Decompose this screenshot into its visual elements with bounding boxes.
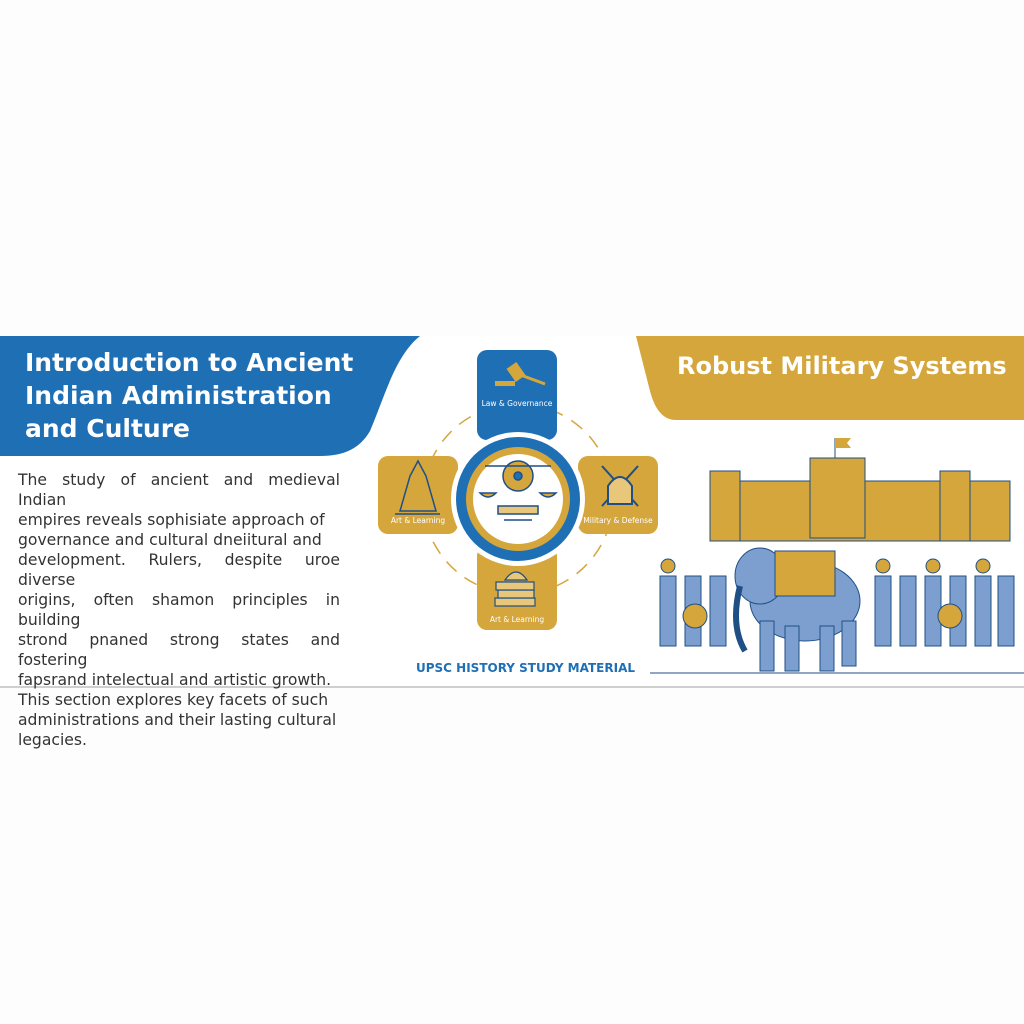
label-military-defense: Military & Defense bbox=[583, 516, 653, 525]
military-title: Robust Military Systems bbox=[677, 352, 1007, 380]
footer-label: UPSC HISTORY STUDY MATERIAL bbox=[416, 661, 635, 675]
fort-army-illustration bbox=[650, 438, 1024, 674]
banner: Introduction to Ancient Indian Administr… bbox=[0, 336, 1024, 749]
gavel-icon bbox=[495, 362, 546, 386]
intro-paragraph: The study of ancient and medieval Indian… bbox=[18, 471, 340, 749]
military-banner-shape bbox=[636, 336, 1024, 420]
administration-diagram: Law & Governance Art & Learning Military… bbox=[370, 336, 670, 688]
scales-dharma-wheel-icon bbox=[478, 460, 558, 521]
label-art-learning-left: Art & Learning bbox=[390, 516, 446, 525]
title-banner-shape bbox=[0, 336, 420, 456]
label-law-governance: Law & Governance bbox=[481, 399, 553, 408]
temple-icon bbox=[395, 459, 440, 515]
page-title: Introduction to Ancient Indian Administr… bbox=[25, 348, 354, 443]
books-icon bbox=[494, 571, 536, 607]
label-art-learning-bottom: Art & Learning bbox=[489, 615, 545, 624]
helmet-swords-icon bbox=[601, 465, 639, 507]
